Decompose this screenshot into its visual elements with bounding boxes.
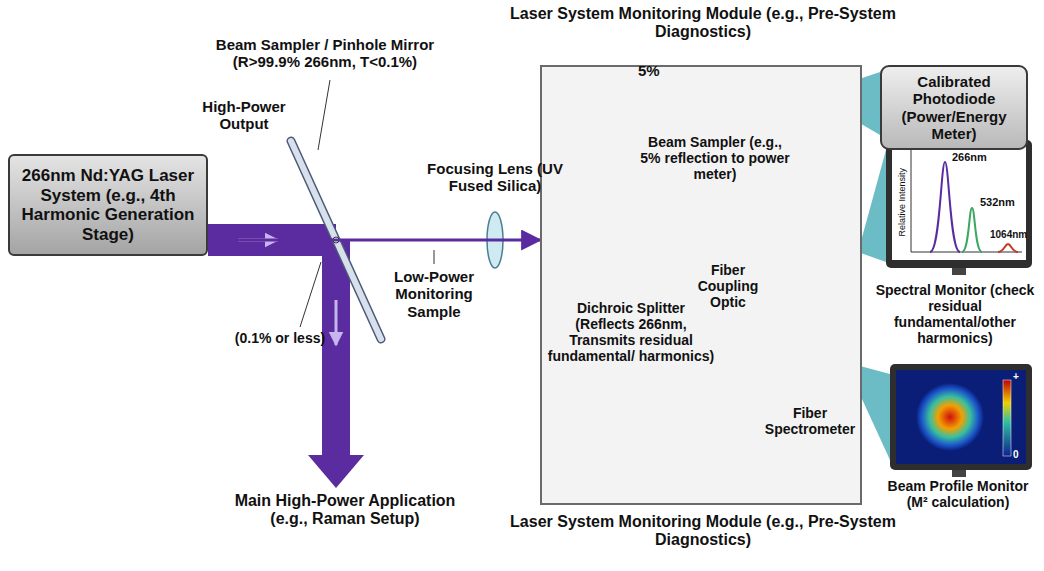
meter-box: Calibrated Photodiode (Power/Energy Mete… [880, 65, 1028, 150]
label-text: 5% [638, 62, 678, 79]
leader-line [300, 262, 321, 327]
monitor-screen [892, 146, 1026, 260]
monitor-stand [952, 268, 966, 275]
spectrum-axis [911, 252, 1022, 253]
laser-box: 266nm Nd:YAG Laser System (e.g., 4th Har… [8, 154, 208, 256]
beam-connector [208, 239, 540, 242]
leader-line [434, 250, 435, 264]
monitor-node: Spectral Monitor (check residual fundame… [870, 140, 1040, 346]
label-text: 532nm [980, 196, 1020, 209]
monitor-frame [886, 140, 1032, 268]
high-power-beam [335, 300, 338, 345]
node-text: 266nm Nd:YAG Laser System (e.g., 4th Har… [18, 166, 198, 244]
label-text: 266nm [952, 151, 992, 164]
label-text: Relative Intensity [897, 166, 907, 238]
monitor-stand [952, 470, 966, 477]
label-text: Dichroic Splitter (Reflects 266nm, Trans… [546, 300, 716, 364]
module-heading: Laser System Monitoring Module (e.g., Pr… [502, 5, 904, 42]
color-bar [1003, 380, 1011, 456]
label-text: Fiber Spectrometer [758, 405, 862, 437]
label-text: 1064nm [990, 229, 1026, 241]
node-text: Calibrated Photodiode (Power/Energy Mete… [888, 73, 1020, 142]
label-text: Focusing Lens (UV Fused Silica) [405, 160, 585, 195]
module-heading: Laser System Monitoring Module (e.g., Pr… [502, 513, 904, 550]
label-text: (0.1% or less) [224, 330, 336, 346]
label-text: Low-Power Monitoring Sample [378, 268, 490, 320]
callout-wedge [858, 150, 886, 262]
label-text: Beam Sampler / Pinhole Mirror (R>99.9% 2… [200, 36, 450, 71]
label-text: Beam Sampler (e.g., 5% reflection to pow… [640, 134, 790, 182]
spectrum-peak [930, 162, 960, 252]
beam-spot [916, 383, 984, 451]
high-power-beam [308, 455, 364, 488]
spectrum-axis [911, 150, 912, 252]
spectrum-peak [962, 208, 982, 252]
spectrum-peak [998, 244, 1018, 252]
label-text: High-Power Output [198, 98, 290, 133]
label-text: Fiber Coupling Optic [688, 262, 768, 310]
label-text: 0 [1013, 449, 1025, 461]
high-power-beam [208, 224, 364, 488]
monitor-frame [890, 364, 1032, 470]
node-text: Beam Profile Monitor (M² calculation) [876, 478, 1040, 510]
leader-line [318, 80, 330, 150]
node-text: Spectral Monitor (check residual fundame… [870, 282, 1040, 346]
profile-screen [896, 370, 1026, 464]
label-text: Main High-Power Application (e.g., Raman… [230, 492, 460, 529]
monitor-node: Beam Profile Monitor (M² calculation) [876, 362, 1040, 510]
label-text: + [1013, 371, 1025, 383]
